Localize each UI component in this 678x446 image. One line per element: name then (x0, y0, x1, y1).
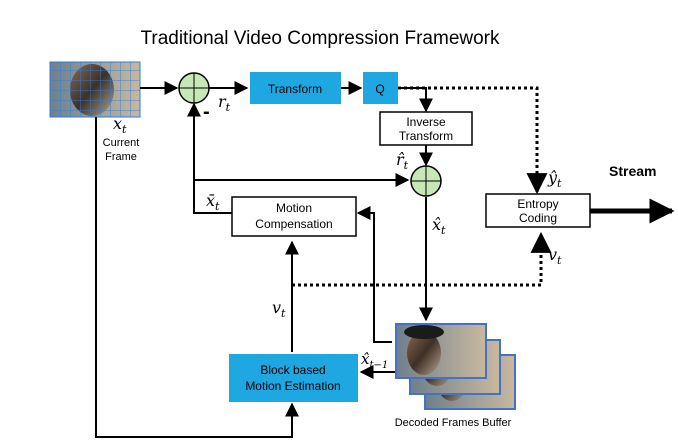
motion-estimation-label-2: Motion Estimation (245, 379, 340, 393)
symbol-x-t: xt (113, 114, 127, 136)
symbol-v-t-left: vt (272, 298, 286, 320)
adder-2 (410, 165, 442, 197)
connector-lines (95, 81, 433, 438)
inverse-transform-label-1: Inverse (406, 115, 446, 129)
current-frame-image (49, 61, 141, 118)
current-frame-label-2: Frame (105, 151, 137, 163)
symbol-v-t-right: vt (548, 245, 562, 267)
motion-compensation-label-1: Motion (276, 201, 312, 215)
transform-label: Transform (268, 82, 322, 96)
entropy-coding-block (485, 193, 591, 228)
decoded-frames-stack (395, 323, 516, 410)
motion-estimation-label-1: Block based (260, 363, 325, 377)
motion-compensation-label-2: Compensation (255, 217, 332, 231)
diagram-title: Traditional Video Compression Framework (140, 28, 500, 49)
quantization-block (363, 72, 398, 104)
stream-label: Stream (609, 163, 656, 179)
symbol-x-bar-t: x̄t (206, 191, 220, 213)
symbol-r-hat-t: r̂t (396, 150, 409, 172)
entropy-coding-label-1: Entropy (517, 197, 558, 211)
dotted-connectors (292, 86, 552, 287)
entropy-coding-label-2: Coding (519, 211, 557, 225)
symbol-y-hat-t: ŷt (547, 168, 562, 190)
inverse-transform-label-2: Transform (399, 129, 453, 143)
current-frame-label-1: Current (103, 137, 140, 149)
symbol-x-hat-t-minus-1: x̂t−1 (361, 350, 388, 371)
adder-1 (178, 72, 210, 104)
motion-compensation-block (231, 196, 357, 237)
decoded-frames-buffer-label: Decoded Frames Buffer (395, 417, 512, 429)
motion-estimation-block (229, 354, 358, 402)
symbol-x-hat-t: x̂t (432, 215, 446, 237)
inverse-transform-block (379, 111, 473, 146)
minus-sign: - (203, 101, 210, 123)
symbol-r-t: rt (218, 92, 231, 114)
quantization-label: Q (375, 82, 384, 96)
transform-block (250, 72, 341, 104)
